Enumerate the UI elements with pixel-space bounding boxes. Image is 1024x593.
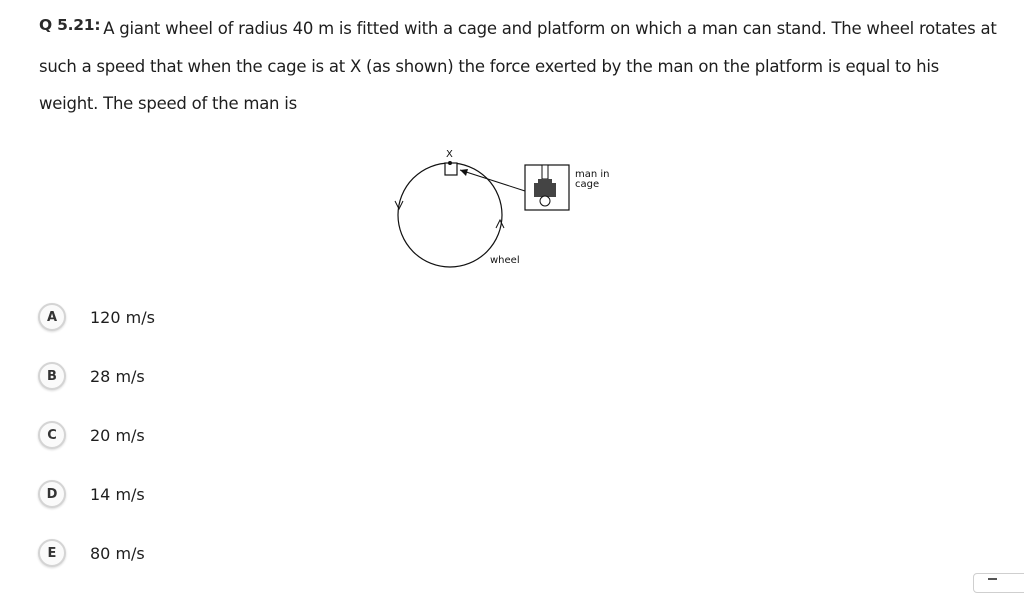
direction-arrow-left-icon (394, 200, 404, 211)
cage-square (444, 162, 458, 176)
point-x-label: X (446, 149, 453, 160)
option-a-radio[interactable]: A (38, 303, 66, 331)
option-d[interactable]: D 14 m/s (38, 477, 338, 511)
wheel-diagram: X man in cage wheel (380, 135, 640, 275)
option-b-text: 28 m/s (90, 366, 145, 386)
arrow-up-icon (988, 578, 997, 580)
svg-text:cage: cage (575, 179, 599, 190)
option-a[interactable]: A 120 m/s (38, 300, 338, 334)
question-block: Q 5.21:A giant wheel of radius 40 m is f… (39, 10, 999, 122)
scroll-top-button[interactable] (973, 573, 1024, 593)
direction-arrow-right-icon (495, 218, 505, 229)
option-c-radio[interactable]: C (38, 421, 66, 449)
option-e-text: 80 m/s (90, 543, 145, 563)
option-c-text: 20 m/s (90, 425, 145, 445)
option-b[interactable]: B 28 m/s (38, 359, 338, 393)
option-c[interactable]: C 20 m/s (38, 418, 338, 452)
option-e-radio[interactable]: E (38, 539, 66, 567)
option-e[interactable]: E 80 m/s (38, 536, 338, 570)
question-text: A giant wheel of radius 40 m is fitted w… (39, 19, 997, 113)
option-b-radio[interactable]: B (38, 362, 66, 390)
option-d-text: 14 m/s (90, 484, 145, 504)
option-d-radio[interactable]: D (38, 480, 66, 508)
question-number: Q 5.21: (39, 16, 101, 34)
cage-label: man in (575, 169, 610, 180)
wheel-label: wheel (490, 255, 520, 266)
option-a-text: 120 m/s (90, 307, 155, 327)
